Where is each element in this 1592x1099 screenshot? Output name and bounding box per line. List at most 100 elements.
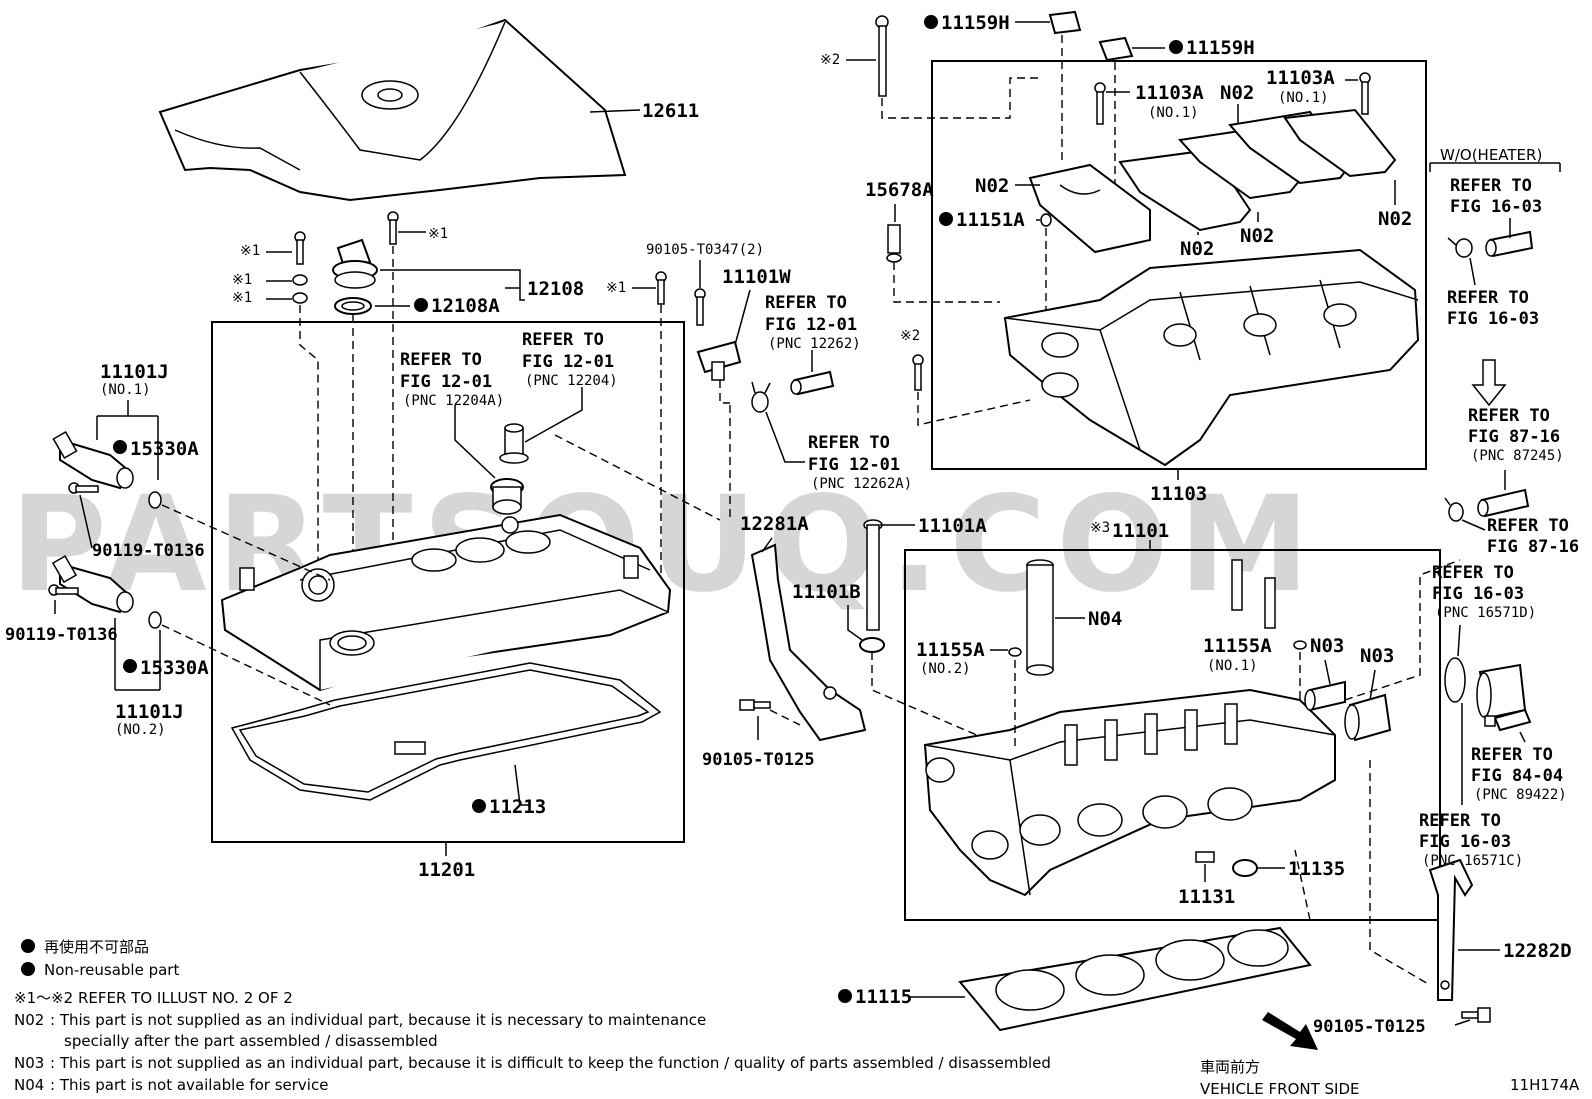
oil-control-valve-no1-part[interactable] xyxy=(52,430,134,490)
label-11101J-no1[interactable]: 11101J xyxy=(100,361,169,383)
oil-control-valve-no2-part[interactable] xyxy=(51,555,134,614)
o-ring-15330A-a[interactable] xyxy=(148,491,162,509)
bolt-mark2-a-part[interactable] xyxy=(875,15,889,97)
label-11101J-no2[interactable]: 11101J xyxy=(115,701,184,723)
refer-7-line2[interactable]: FIG 87-16 xyxy=(1468,427,1560,447)
label-N02-d[interactable]: N02 xyxy=(1240,225,1274,247)
washer-mark1-b[interactable] xyxy=(292,274,308,286)
label-90105-T0347[interactable]: 90105-T0347(2) xyxy=(646,242,764,258)
refer-1-line3[interactable]: (PNC 12204A) xyxy=(403,393,504,409)
refer-6-line2[interactable]: FIG 16-03 xyxy=(1447,309,1539,329)
refer-11-line1[interactable]: REFER TO xyxy=(1419,811,1501,831)
cam-position-sensor-part[interactable] xyxy=(696,340,742,381)
plug-11135-part[interactable] xyxy=(1232,859,1258,877)
pin-11151A-part[interactable] xyxy=(1040,213,1052,227)
label-12281A[interactable]: 12281A xyxy=(740,513,809,535)
refer-6-line1[interactable]: REFER TO xyxy=(1447,288,1529,308)
label-11103A-b[interactable]: 11103A xyxy=(1266,67,1335,89)
label-11103A-a[interactable]: 11103A xyxy=(1135,82,1204,104)
valve-guides-part[interactable] xyxy=(1231,559,1276,629)
label-90119-T0136-b[interactable]: 90119-T0136 xyxy=(5,625,118,645)
refer-10-line3[interactable]: (PNC 89422) xyxy=(1474,787,1567,803)
washer-mark1-c[interactable] xyxy=(292,292,308,304)
refer-4-line2[interactable]: FIG 12-01 xyxy=(808,455,900,475)
pcv-valve-part[interactable] xyxy=(499,423,529,464)
refer-4-line3[interactable]: (PNC 12262A) xyxy=(811,476,912,492)
bushing-n03-a-part[interactable] xyxy=(1304,680,1346,712)
bolt-90105-T0125-a-part[interactable] xyxy=(739,699,771,711)
label-N04[interactable]: N04 xyxy=(1088,608,1122,630)
seal-11155A-no2-part[interactable] xyxy=(1008,647,1022,657)
camshaft-housing-part[interactable] xyxy=(1003,248,1420,467)
hose-16-03-part[interactable] xyxy=(1485,230,1534,258)
label-N02-c[interactable]: N02 xyxy=(1180,238,1214,260)
refer-3-line2[interactable]: FIG 12-01 xyxy=(765,315,857,335)
bushing-n03-b-part[interactable] xyxy=(1344,693,1392,742)
bolt-90119-T0136-a-part[interactable] xyxy=(68,482,99,494)
label-11101A[interactable]: 11101A xyxy=(918,515,987,537)
label-15330A-b[interactable]: 15330A xyxy=(140,657,209,679)
refer-8-line2[interactable]: FIG 87-16 xyxy=(1487,537,1579,557)
refer-1-line1[interactable]: REFER TO xyxy=(400,350,482,370)
gasket-11159H-a-part[interactable] xyxy=(1048,10,1082,35)
engine-hanger-12282D-part[interactable] xyxy=(1428,858,1474,1001)
seal-11155A-no1-part[interactable] xyxy=(1293,640,1307,650)
refer-11-line3[interactable]: (PNC 16571C) xyxy=(1422,853,1523,869)
bolt-90105-T0125-b-part[interactable] xyxy=(1461,1007,1491,1023)
head-bolt-11101A-part[interactable] xyxy=(863,519,883,631)
head-gasket-part[interactable] xyxy=(958,926,1312,1032)
engine-hanger-12281A-part[interactable] xyxy=(750,543,867,742)
label-11155A-no2[interactable]: 11155A xyxy=(916,639,985,661)
refer-10-line2[interactable]: FIG 84-04 xyxy=(1471,766,1563,786)
refer-9-line3[interactable]: (PNC 16571D) xyxy=(1435,605,1536,621)
oil-filler-cap-part[interactable] xyxy=(332,238,378,315)
refer-2-line3[interactable]: (PNC 12204) xyxy=(525,373,618,389)
label-12611[interactable]: 12611 xyxy=(642,100,699,122)
bolt-mark1-d[interactable] xyxy=(387,211,399,245)
head-cover-gasket-part[interactable] xyxy=(230,662,662,801)
refer-7-line1[interactable]: REFER TO xyxy=(1468,406,1550,426)
label-90105-T0125-a[interactable]: 90105-T0125 xyxy=(702,750,815,770)
clamp-87-16-part[interactable] xyxy=(1444,497,1464,522)
bolt-90105-T0347-part[interactable] xyxy=(694,288,706,326)
label-11213[interactable]: 11213 xyxy=(489,796,546,818)
label-12282D[interactable]: 12282D xyxy=(1503,940,1572,962)
clamp-16-03-part[interactable] xyxy=(1447,237,1473,258)
pin-11131-part[interactable] xyxy=(1195,851,1215,863)
label-15330A-a[interactable]: 15330A xyxy=(130,438,199,460)
label-12108[interactable]: 12108 xyxy=(527,278,584,300)
label-N02-a[interactable]: N02 xyxy=(1220,82,1254,104)
label-15678A[interactable]: 15678A xyxy=(865,179,934,201)
label-90105-T0125-b[interactable]: 90105-T0125 xyxy=(1313,1017,1426,1037)
refer-2-line1[interactable]: REFER TO xyxy=(522,330,604,350)
hose-12262-part[interactable] xyxy=(790,370,835,396)
cylinder-head-cover-part[interactable] xyxy=(220,513,672,692)
clamp-12262A-part[interactable] xyxy=(751,381,771,413)
refer-5-line1[interactable]: REFER TO xyxy=(1450,176,1532,196)
engine-cover-part[interactable] xyxy=(158,18,627,202)
label-11101[interactable]: 11101 xyxy=(1112,520,1169,542)
camshaft-bearing-caps-part[interactable] xyxy=(1028,108,1397,254)
refer-3-line1[interactable]: REFER TO xyxy=(765,293,847,313)
clamp-16571-part[interactable] xyxy=(1444,657,1466,703)
hose-87-16-part[interactable] xyxy=(1477,488,1530,518)
label-11201[interactable]: 11201 xyxy=(418,859,475,881)
label-N02-e[interactable]: N02 xyxy=(1378,208,1412,230)
label-11135[interactable]: 11135 xyxy=(1288,858,1345,880)
label-11131[interactable]: 11131 xyxy=(1178,886,1235,908)
label-90119-T0136-a[interactable]: 90119-T0136 xyxy=(92,541,205,561)
refer-11-line2[interactable]: FIG 16-03 xyxy=(1419,832,1511,852)
bolt-11103A-a-part[interactable] xyxy=(1094,82,1106,125)
refer-9-line2[interactable]: FIG 16-03 xyxy=(1432,584,1524,604)
refer-4-line1[interactable]: REFER TO xyxy=(808,433,890,453)
refer-10-line1[interactable]: REFER TO xyxy=(1471,745,1553,765)
hose-16571D-part[interactable] xyxy=(1476,663,1527,720)
bolt-mark1-a[interactable] xyxy=(294,231,306,265)
label-11101B[interactable]: 11101B xyxy=(792,581,861,603)
refer-2-line2[interactable]: FIG 12-01 xyxy=(522,352,614,372)
label-N03-a[interactable]: N03 xyxy=(1310,635,1344,657)
label-12108A[interactable]: 12108A xyxy=(431,295,500,317)
label-11159H-a[interactable]: 11159H xyxy=(941,12,1010,34)
bolt-mark2-b-part[interactable] xyxy=(912,354,924,391)
label-11151A[interactable]: 11151A xyxy=(956,209,1025,231)
